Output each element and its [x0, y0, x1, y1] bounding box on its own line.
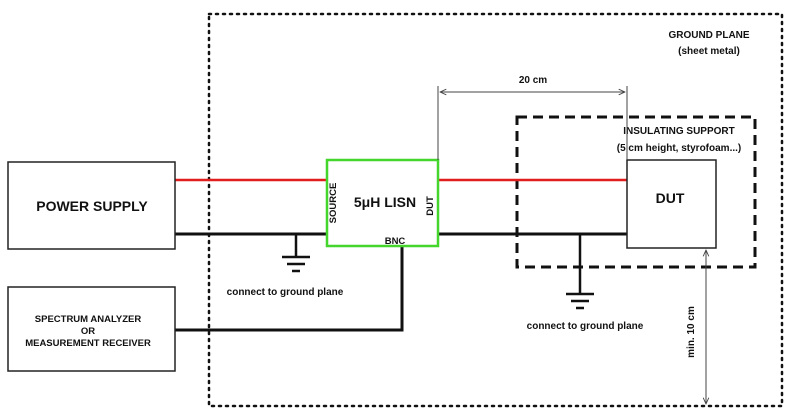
measurement-receiver-label: MEASUREMENT RECEIVER	[25, 338, 151, 349]
insulating-support-label: INSULATING SUPPORT	[623, 126, 734, 137]
insulating-support-outline	[515, 115, 757, 269]
insulating-support-detail: (5 cm height, styrofoam...)	[617, 143, 741, 154]
ground-symbol-right	[566, 234, 594, 310]
spectrum-analyzer-box	[7, 286, 176, 372]
power-supply-box	[7, 161, 176, 250]
spectrum-analyzer-or-label: OR	[81, 326, 95, 337]
power-supply-label: POWER SUPPLY	[36, 198, 148, 214]
ground-connection-label-right: connect to ground plane	[527, 321, 644, 332]
lisn-dut-port-label: DUT	[425, 196, 436, 216]
dut-label: DUT	[656, 190, 685, 206]
dimension-vertical-label: min. 10 cm	[686, 306, 697, 358]
bnc-to-analyzer-wire	[175, 246, 404, 332]
dimension-horizontal-label: 20 cm	[519, 75, 547, 86]
ground-plane-title: GROUND PLANE	[668, 30, 749, 41]
ground-symbol-left	[282, 234, 310, 273]
spectrum-analyzer-label: SPECTRUM ANALYZER	[35, 314, 142, 325]
ground-plane-outline	[207, 12, 784, 408]
ground-plane-subtitle: (sheet metal)	[678, 46, 740, 57]
ground-connection-label-left: connect to ground plane	[227, 287, 344, 298]
lisn-box	[325, 158, 440, 248]
lisn-label: 5μH LISN	[354, 194, 416, 210]
dut-box	[626, 159, 717, 249]
lisn-bnc-port-label: BNC	[385, 236, 406, 247]
lisn-source-port-label: SOURCE	[328, 183, 339, 224]
